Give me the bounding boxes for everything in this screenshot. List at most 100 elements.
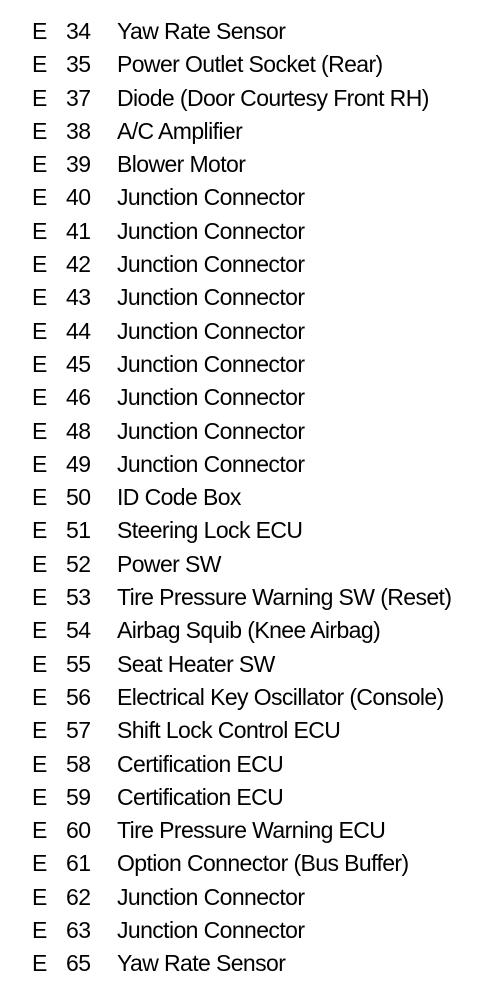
connector-number: 43 bbox=[66, 284, 91, 311]
connector-letter: E bbox=[32, 850, 47, 877]
connector-number: 48 bbox=[66, 417, 91, 444]
connector-name: Diode (Door Courtesy Front RH) bbox=[117, 84, 429, 111]
connector-letter: E bbox=[32, 617, 47, 644]
connector-name: Junction Connector bbox=[117, 284, 305, 311]
connector-number: 63 bbox=[66, 917, 91, 944]
list-item: E 38 A/C Amplifier bbox=[0, 115, 496, 148]
connector-letter: E bbox=[32, 18, 47, 44]
connector-letter: E bbox=[32, 51, 47, 78]
connector-name: Seat Heater SW bbox=[117, 650, 275, 677]
list-item: E 61 Option Connector (Bus Buffer) bbox=[0, 847, 496, 880]
connector-number: 58 bbox=[66, 750, 91, 777]
list-item: E 60 Tire Pressure Warning ECU bbox=[0, 814, 496, 847]
connector-name: Blower Motor bbox=[117, 151, 246, 178]
connector-letter: E bbox=[32, 883, 47, 910]
list-item: E 35 Power Outlet Socket (Rear) bbox=[0, 48, 496, 81]
connector-name: A/C Amplifier bbox=[117, 117, 243, 144]
list-item: E 42 Junction Connector bbox=[0, 248, 496, 281]
connector-number: 53 bbox=[66, 584, 91, 611]
connector-name: Certification ECU bbox=[117, 783, 284, 810]
connector-letter: E bbox=[32, 184, 47, 211]
list-item: E 44 Junction Connector bbox=[0, 315, 496, 348]
connector-number: 50 bbox=[66, 484, 91, 511]
list-item: E 54 Airbag Squib (Knee Airbag) bbox=[0, 614, 496, 647]
connector-number: 65 bbox=[66, 950, 91, 977]
connector-name: Option Connector (Bus Buffer) bbox=[117, 850, 409, 877]
connector-name: Junction Connector bbox=[117, 184, 305, 211]
list-item: E 48 Junction Connector bbox=[0, 415, 496, 448]
list-item: E 37 Diode (Door Courtesy Front RH) bbox=[0, 82, 496, 115]
connector-letter: E bbox=[32, 251, 47, 278]
connector-name: Yaw Rate Sensor bbox=[117, 18, 286, 44]
connector-name: Junction Connector bbox=[117, 384, 305, 411]
connector-number: 44 bbox=[66, 317, 91, 344]
connector-letter: E bbox=[32, 417, 47, 444]
connector-name: Junction Connector bbox=[117, 417, 305, 444]
connector-letter: E bbox=[32, 384, 47, 411]
connector-name: Junction Connector bbox=[117, 317, 305, 344]
connector-letter: E bbox=[32, 683, 47, 710]
connector-name: Junction Connector bbox=[117, 217, 305, 244]
connector-name: Power Outlet Socket (Rear) bbox=[117, 51, 383, 78]
connector-name: Junction Connector bbox=[117, 251, 305, 278]
connector-letter: E bbox=[32, 950, 47, 977]
connector-name: Shift Lock Control ECU bbox=[117, 717, 341, 744]
list-item: E 57 Shift Lock Control ECU bbox=[0, 714, 496, 747]
connector-name: Power SW bbox=[117, 550, 221, 577]
connector-number: 56 bbox=[66, 683, 91, 710]
connector-number: 37 bbox=[66, 84, 91, 111]
connector-number: 35 bbox=[66, 51, 91, 78]
connector-name: ID Code Box bbox=[117, 484, 241, 511]
connector-number: 52 bbox=[66, 550, 91, 577]
connector-number: 39 bbox=[66, 151, 91, 178]
connector-number: 60 bbox=[66, 817, 91, 844]
connector-name: Tire Pressure Warning SW (Reset) bbox=[117, 584, 452, 611]
list-item: E 41 Junction Connector bbox=[0, 215, 496, 248]
connector-name: Yaw Rate Sensor bbox=[117, 950, 286, 977]
connector-number: 61 bbox=[66, 850, 91, 877]
connector-letter: E bbox=[32, 450, 47, 477]
list-item: E 53 Tire Pressure Warning SW (Reset) bbox=[0, 581, 496, 614]
connector-name: Certification ECU bbox=[117, 750, 284, 777]
connector-letter: E bbox=[32, 717, 47, 744]
connector-letter: E bbox=[32, 317, 47, 344]
connector-name: Electrical Key Oscillator (Console) bbox=[117, 683, 444, 710]
connector-letter: E bbox=[32, 217, 47, 244]
connector-letter: E bbox=[32, 817, 47, 844]
connector-letter: E bbox=[32, 350, 47, 377]
connector-number: 38 bbox=[66, 117, 91, 144]
connector-name: Steering Lock ECU bbox=[117, 517, 303, 544]
connector-letter: E bbox=[32, 117, 47, 144]
connector-name: Tire Pressure Warning ECU bbox=[117, 817, 386, 844]
list-item: E 65 Yaw Rate Sensor bbox=[0, 947, 496, 980]
connector-number: 62 bbox=[66, 883, 91, 910]
connector-letter: E bbox=[32, 84, 47, 111]
list-item: E 56 Electrical Key Oscillator (Console) bbox=[0, 681, 496, 714]
connector-number: 54 bbox=[66, 617, 91, 644]
connector-number: 46 bbox=[66, 384, 91, 411]
connector-letter: E bbox=[32, 584, 47, 611]
connector-number: 51 bbox=[66, 517, 91, 544]
connector-name: Airbag Squib (Knee Airbag) bbox=[117, 617, 381, 644]
connector-number: 55 bbox=[66, 650, 91, 677]
connector-number: 41 bbox=[66, 217, 91, 244]
list-item: E 62 Junction Connector bbox=[0, 881, 496, 914]
connector-name: Junction Connector bbox=[117, 883, 305, 910]
connector-name: Junction Connector bbox=[117, 917, 305, 944]
connector-letter: E bbox=[32, 550, 47, 577]
connector-letter: E bbox=[32, 750, 47, 777]
connector-number: 57 bbox=[66, 717, 91, 744]
connector-number: 42 bbox=[66, 251, 91, 278]
connector-letter: E bbox=[32, 783, 47, 810]
